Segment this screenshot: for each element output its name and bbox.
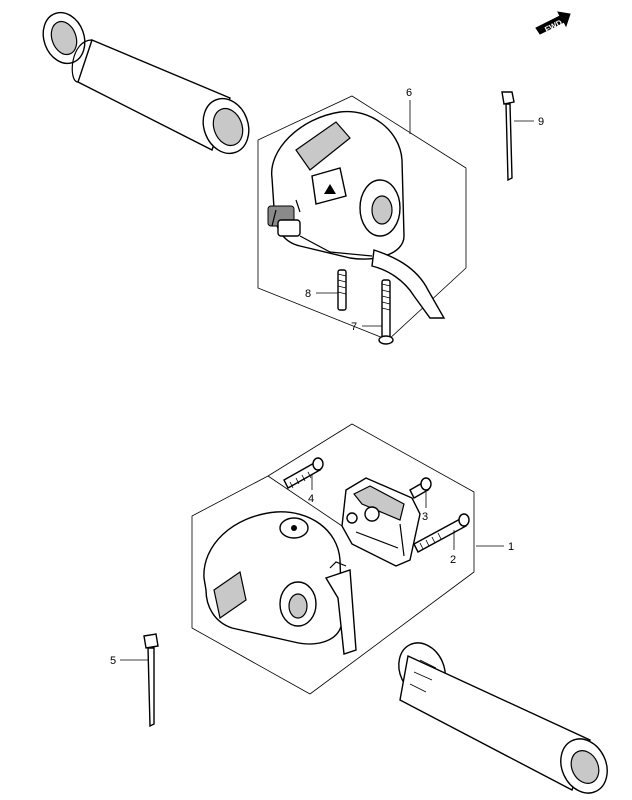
screw-3 [409,477,432,499]
screw-8 [337,269,347,311]
callout-7: 7 [351,321,357,333]
cable-tie-5 [143,633,159,728]
left-handlebar-grip [42,11,250,155]
callout-3: 3 [422,511,428,523]
outline-divider [267,475,349,531]
assembly-outline-6 [257,95,467,341]
callout-6: 6 [406,87,412,99]
screw-4 [283,457,324,489]
forward-arrow-icon: FWD [535,11,571,35]
assembly-outline-1 [191,423,475,695]
callout-4: 4 [308,493,314,505]
callout-9: 9 [538,116,544,128]
screw-7 [378,279,394,345]
cable-tie-9 [501,91,515,182]
right-handlebar-grip [398,642,608,794]
left-handlebar-switch-assembly [203,511,357,655]
callout-2: 2 [450,554,456,566]
callout-8: 8 [305,288,311,300]
callout-5: 5 [110,655,116,667]
switch-housing-clamp [341,477,421,567]
screw-2 [413,513,470,553]
callout-1: 1 [508,541,514,553]
right-handlebar-switch-assembly [267,110,446,319]
